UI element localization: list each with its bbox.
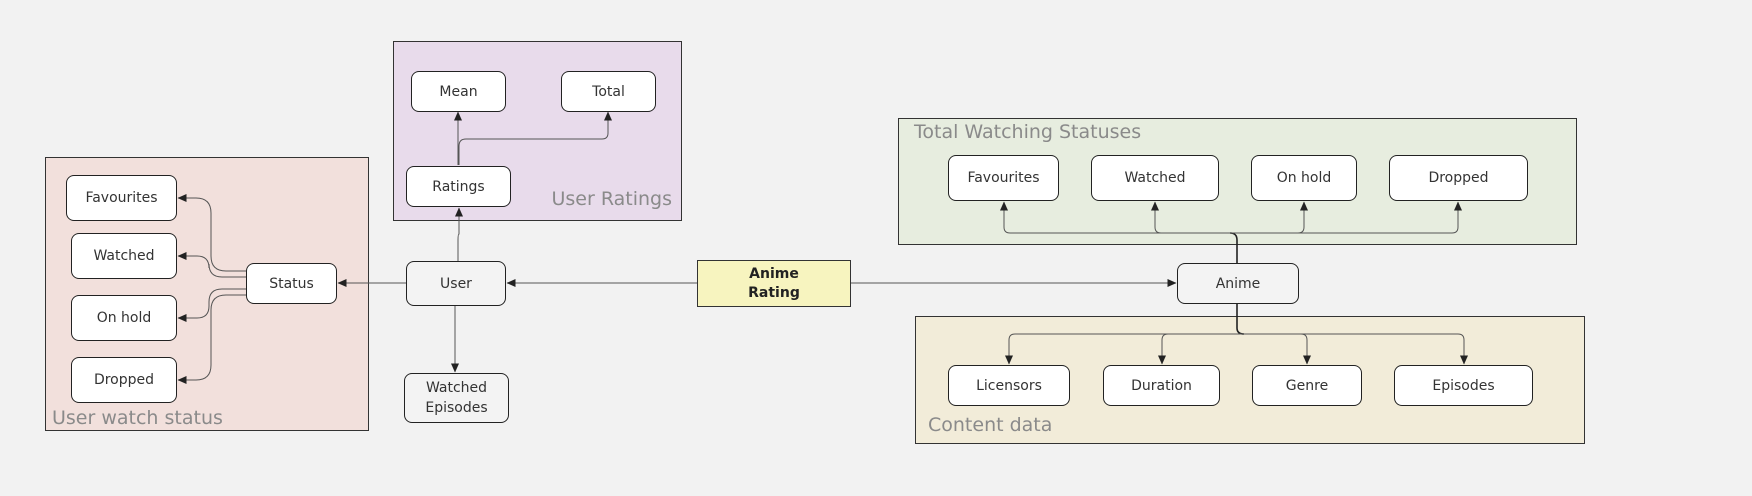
node-status[interactable]: Status <box>246 263 337 304</box>
node-total-label: Total <box>592 83 625 100</box>
node-uws-watched[interactable]: Watched <box>71 233 177 279</box>
edge-anime-episodes <box>1237 333 1468 365</box>
group-label-user-watch-status: User watch status <box>52 407 223 429</box>
node-tws-dropped[interactable]: Dropped <box>1389 155 1528 201</box>
node-licensors[interactable]: Licensors <box>948 365 1070 406</box>
node-uws-onhold[interactable]: On hold <box>71 295 177 341</box>
node-ratings-label: Ratings <box>432 178 485 195</box>
edge-anime-genre <box>1237 333 1311 365</box>
group-label-total-watching-statuses: Total Watching Statuses <box>914 121 1142 143</box>
edge-anime-licensors <box>1005 333 1237 365</box>
node-uws-favourites[interactable]: Favourites <box>66 175 177 221</box>
group-label-content-data: Content data <box>928 414 1053 436</box>
node-tws-favourites[interactable]: Favourites <box>948 155 1059 201</box>
node-anime-label: Anime <box>1215 275 1261 292</box>
node-licensors-label: Licensors <box>976 377 1042 394</box>
node-uws-dropped-label: Dropped <box>93 372 155 388</box>
node-total[interactable]: Total <box>561 71 656 112</box>
edge-anime-tws-favourites <box>1000 201 1237 234</box>
node-tws-onhold-label: On hold <box>1276 170 1332 186</box>
edge-anime-trunk-up <box>1229 232 1238 263</box>
node-user[interactable]: User <box>406 261 506 306</box>
group-label-user-ratings: User Ratings <box>551 188 672 210</box>
node-anime-rating[interactable]: Anime Rating <box>697 260 851 307</box>
node-episodes-label: Episodes <box>1432 377 1495 394</box>
node-anime[interactable]: Anime <box>1177 263 1299 304</box>
node-watched-episodes-label: Watched Episodes <box>425 380 488 416</box>
node-mean-label: Mean <box>439 83 478 100</box>
edge-anime-duration <box>1158 333 1237 365</box>
node-uws-dropped[interactable]: Dropped <box>71 357 177 403</box>
node-watched-episodes[interactable]: Watched Episodes <box>404 373 509 423</box>
edge-anime-tws-watched <box>1151 201 1237 234</box>
node-tws-favourites-label: Favourites <box>967 170 1040 186</box>
node-uws-favourites-label: Favourites <box>85 190 158 206</box>
node-tws-dropped-label: Dropped <box>1428 170 1489 186</box>
edge-ratings-total <box>458 111 612 165</box>
node-tws-watched[interactable]: Watched <box>1091 155 1219 201</box>
node-duration-label: Duration <box>1131 377 1192 394</box>
node-tws-onhold[interactable]: On hold <box>1251 155 1357 201</box>
edge-anime-tws-dropped <box>1237 201 1462 234</box>
edge-anime-trunk-down <box>1236 304 1245 335</box>
node-episodes[interactable]: Episodes <box>1394 365 1533 406</box>
edge-status-dropped <box>177 294 246 384</box>
node-ratings[interactable]: Ratings <box>406 166 511 207</box>
node-uws-watched-label: Watched <box>93 248 155 264</box>
edge-user-ratings <box>455 207 463 262</box>
node-genre-label: Genre <box>1285 377 1329 394</box>
node-mean[interactable]: Mean <box>411 71 506 112</box>
node-duration[interactable]: Duration <box>1103 365 1220 406</box>
edge-status-onhold <box>177 288 246 322</box>
node-anime-rating-label: Anime Rating <box>748 265 800 301</box>
node-status-label: Status <box>269 275 314 292</box>
node-tws-watched-label: Watched <box>1124 170 1186 186</box>
node-user-label: User <box>440 275 472 292</box>
node-uws-onhold-label: On hold <box>96 310 152 326</box>
node-genre[interactable]: Genre <box>1252 365 1362 406</box>
edge-status-favourites <box>177 194 246 272</box>
edge-status-watched <box>177 252 246 278</box>
edge-anime-tws-onhold <box>1237 201 1308 234</box>
